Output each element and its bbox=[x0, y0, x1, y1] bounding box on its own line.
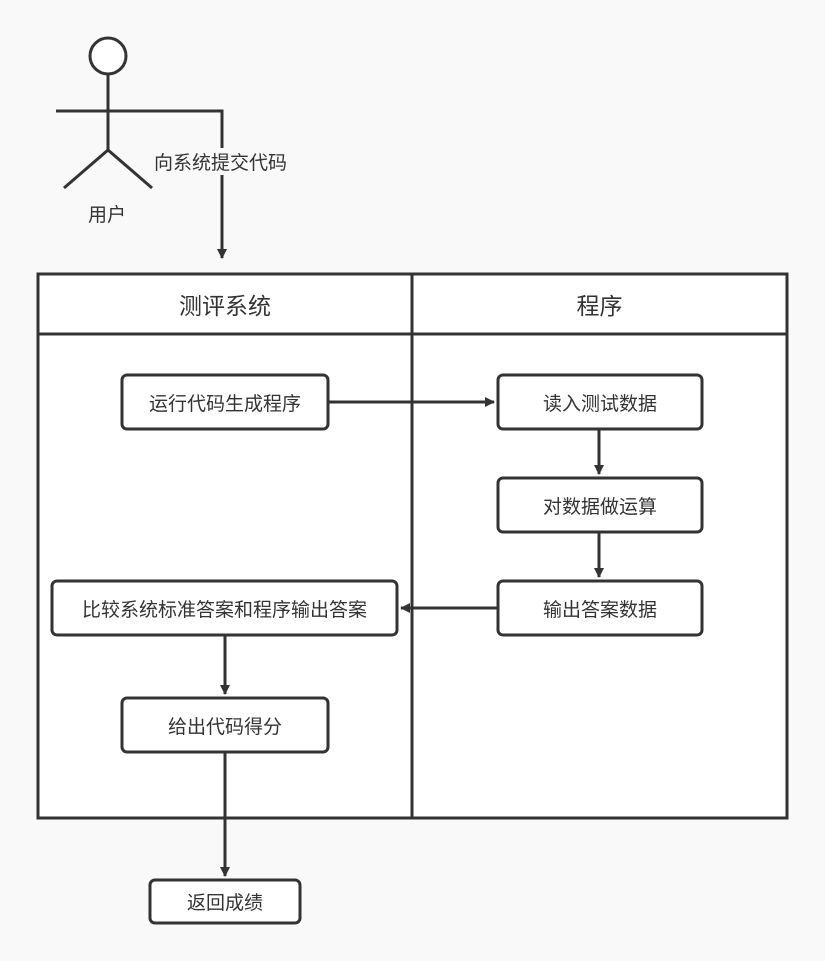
node-return-result-label: 返回成绩 bbox=[186, 892, 263, 914]
edge-submit-code bbox=[160, 109, 227, 259]
node-output-answer-label: 输出答案数据 bbox=[542, 598, 657, 621]
node-run-code-label: 运行代码生成程序 bbox=[148, 392, 301, 415]
lane-title-system: 测评系统 bbox=[179, 294, 271, 320]
node-compare-label: 比较系统标准答案和程序输出答案 bbox=[81, 598, 367, 621]
edge-submit-code-label: 向系统提交代码 bbox=[154, 148, 288, 175]
node-give-score-label: 给出代码得分 bbox=[167, 715, 282, 738]
node-compute-label: 对数据做运算 bbox=[542, 495, 657, 518]
actor-label: 用户 bbox=[88, 204, 127, 226]
node-read-input-label: 读入测试数据 bbox=[542, 392, 657, 415]
lane-title-program: 程序 bbox=[576, 294, 623, 320]
node-return-result bbox=[148, 878, 302, 925]
user-actor-icon bbox=[56, 36, 160, 190]
